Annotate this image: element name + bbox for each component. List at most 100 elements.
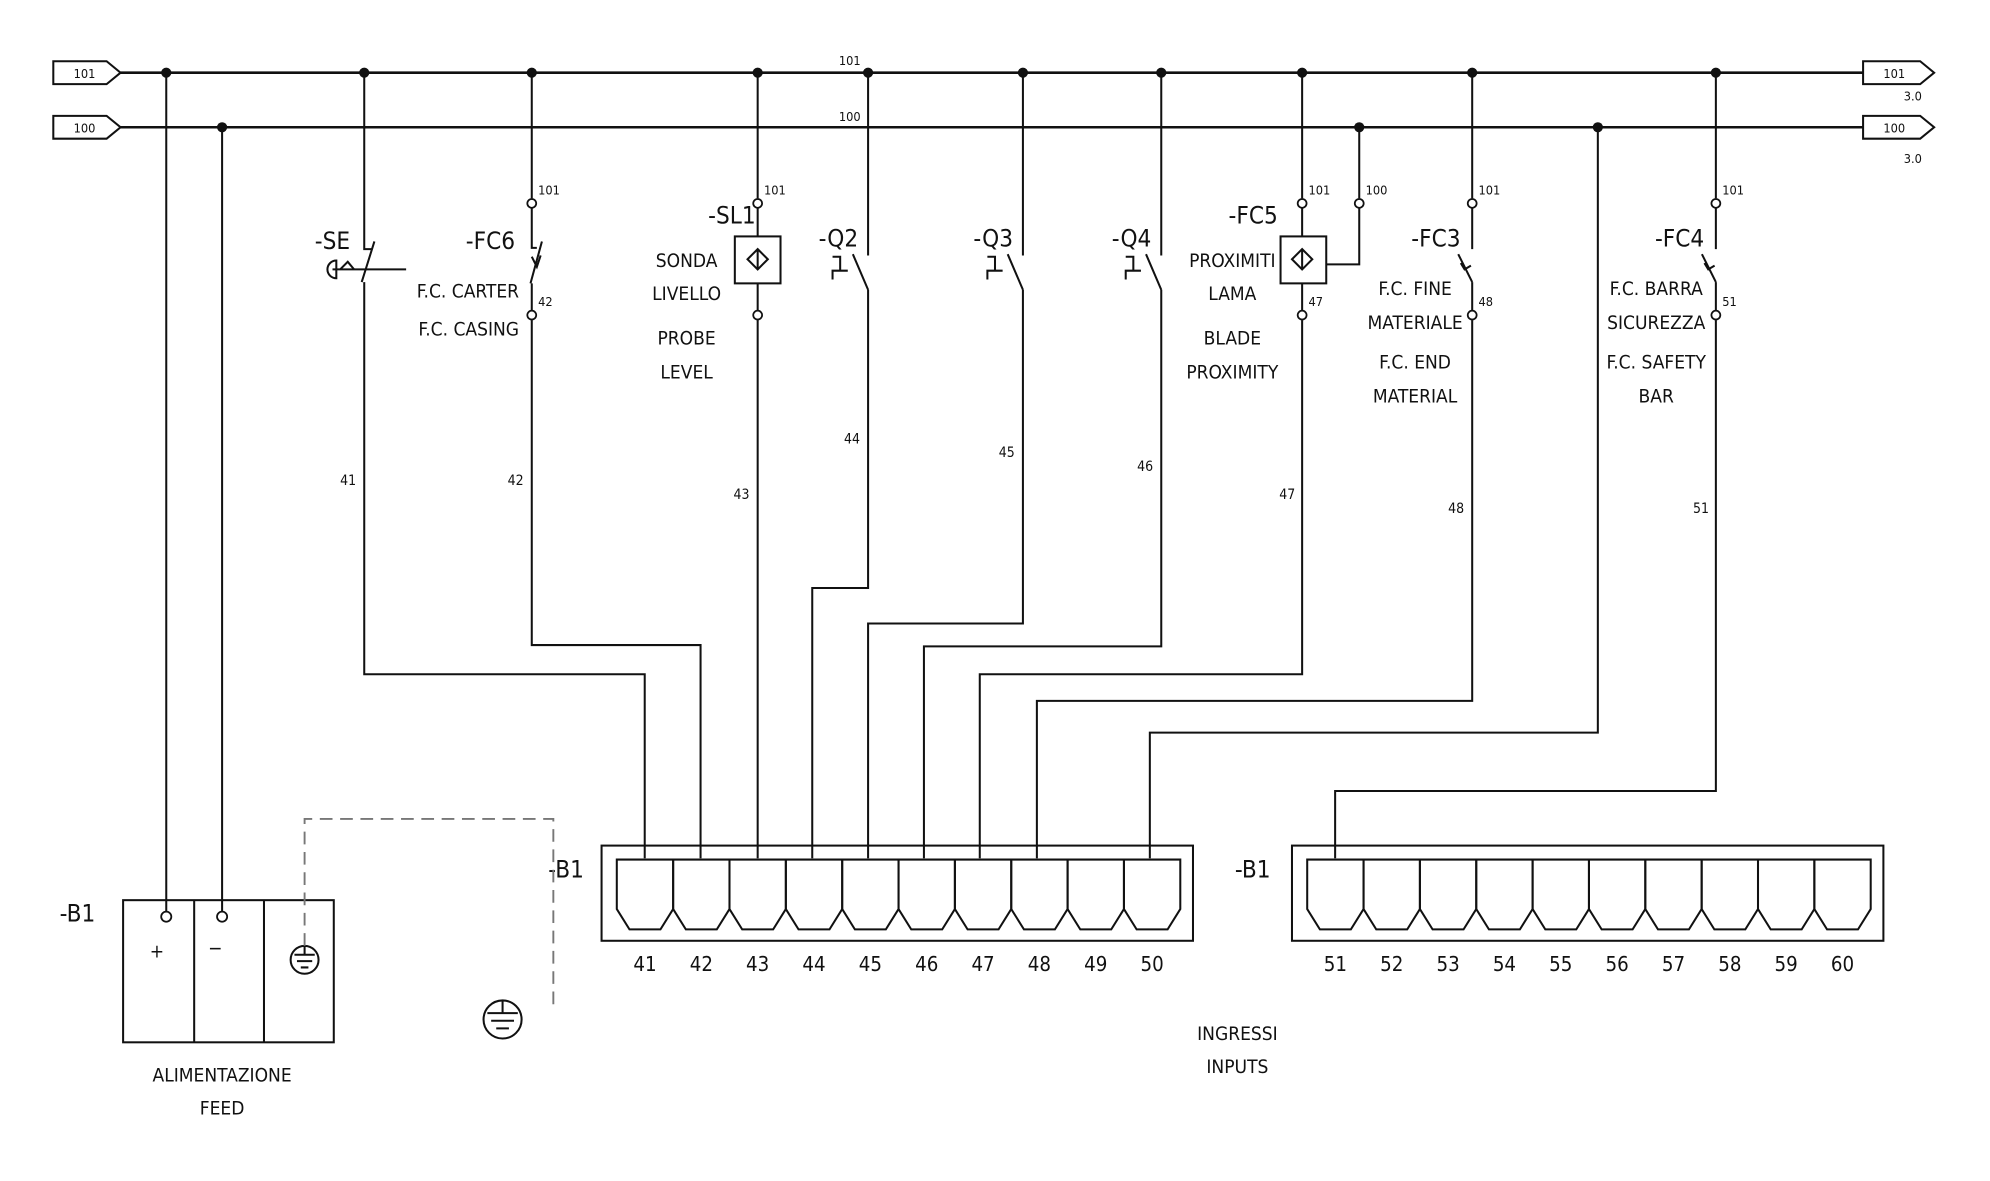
inputs-caption: INPUTS xyxy=(1206,1056,1268,1078)
terminal-number: 55 xyxy=(1549,952,1572,976)
device-label: MATERIALE xyxy=(1367,312,1462,334)
device-label: PROXIMITY xyxy=(1186,362,1278,384)
terminal-number: 52 xyxy=(1380,952,1403,976)
device-ref-Q2: -Q2 xyxy=(819,225,859,253)
device-label: PROBE xyxy=(657,327,715,349)
proximity-sensor-icon xyxy=(1290,247,1314,271)
device-label: PROXIMITI xyxy=(1189,250,1276,272)
device-label: LIVELLO xyxy=(652,283,721,305)
terminal-cell xyxy=(841,858,900,931)
earth-ground-icon xyxy=(482,999,523,1040)
terminal-circle xyxy=(160,910,173,923)
terminal-number: 50 xyxy=(1141,952,1164,976)
terminal-cell xyxy=(728,858,787,931)
terminal-cell xyxy=(1418,858,1478,931)
terminal-number: 54 xyxy=(1493,952,1516,976)
terminal-label: 47 xyxy=(1308,294,1323,309)
terminal-label: 101 xyxy=(538,183,560,198)
device-Q4: -Q4 46 xyxy=(922,72,1163,859)
plus-terminal-label: + xyxy=(150,940,164,962)
device-label: MATERIAL xyxy=(1373,386,1458,408)
device-label: SONDA xyxy=(656,250,718,272)
power-caption: ALIMENTAZIONE xyxy=(153,1065,292,1087)
terminal-label: 101 xyxy=(764,183,786,198)
terminal-cell xyxy=(1813,858,1872,931)
page-ref: 3.0 xyxy=(1904,151,1922,166)
wire-number-45: 45 xyxy=(999,445,1015,461)
terminal-number: 48 xyxy=(1028,952,1051,976)
terminal-number: 42 xyxy=(690,952,713,976)
device-ref-SL1: -SL1 xyxy=(708,202,755,230)
terminal-cell xyxy=(1066,858,1125,931)
terminal-circle xyxy=(1466,198,1478,209)
bus-tag-text: 100 xyxy=(74,120,96,135)
bus-tag-101-right: 101 3.0 xyxy=(1862,60,1936,104)
terminal-number: 49 xyxy=(1084,952,1107,976)
device-ref-FC5: -FC5 xyxy=(1229,202,1278,230)
device-SL1: 101 -SL1 SONDA LIVELLO PROBE LEVEL 43 xyxy=(652,72,786,859)
power-block-frame xyxy=(122,899,335,1044)
device-FC3: 101 48 -FC3 F.C. FINE MATERIALE F.C. END… xyxy=(1035,72,1500,859)
terminal-cell xyxy=(1531,858,1590,931)
device-label: F.C. END xyxy=(1379,351,1451,373)
terminal-number: 46 xyxy=(915,952,938,976)
terminal-circle xyxy=(1353,198,1365,209)
device-FC4: 101 51 -FC4 F.C. BARRA SICUREZZA F.C. SA… xyxy=(1334,72,1744,859)
bus-tag-text: 100 xyxy=(1883,120,1905,135)
terminal-number: 43 xyxy=(746,952,769,976)
wire-100-to-terminal-50 xyxy=(1148,127,1599,859)
terminal-label: 100 xyxy=(1366,183,1388,198)
terminal-circle xyxy=(1710,198,1722,209)
device-label: F.C. BARRA xyxy=(1610,278,1703,300)
device-label: F.C. CASING xyxy=(418,318,519,340)
terminal-cell xyxy=(1122,858,1182,931)
terminal-label: 42 xyxy=(538,294,553,309)
proximity-sensor-box xyxy=(1279,235,1328,285)
terminal-cell xyxy=(672,858,731,931)
terminal-circle xyxy=(526,198,538,209)
terminal-cell xyxy=(615,858,675,931)
wire-number-47: 47 xyxy=(1279,487,1295,503)
terminal-cell xyxy=(1010,858,1069,931)
device-label: F.C. CARTER xyxy=(417,280,519,302)
terminal-cell xyxy=(897,858,956,931)
terminal-number: 57 xyxy=(1662,952,1685,976)
wire-number-42: 42 xyxy=(508,473,524,489)
terminal-number: 56 xyxy=(1606,952,1629,976)
device-FC6: 101 42 -FC6 F.C. CARTER F.C. CASING 42 xyxy=(417,72,702,859)
terminal-number: 45 xyxy=(859,952,882,976)
device-label: BLADE xyxy=(1204,327,1261,349)
terminal-circle xyxy=(1296,198,1308,209)
wire-number-43: 43 xyxy=(734,487,750,503)
wire-number-44: 44 xyxy=(844,431,860,447)
terminal-label: 48 xyxy=(1479,294,1494,309)
terminal-block-frame xyxy=(600,844,1194,942)
protective-earth-wire xyxy=(303,817,555,1006)
terminal-circle xyxy=(752,198,764,209)
terminal-circle xyxy=(216,910,229,923)
terminal-cell xyxy=(1756,858,1816,931)
terminal-cell xyxy=(1306,858,1365,931)
device-FC5: 101 100 47 -FC5 PROXIMITI LAMA BLADE PRO… xyxy=(978,72,1388,859)
device-Q3: -Q3 45 xyxy=(867,72,1024,859)
terminal-cell xyxy=(1362,858,1421,931)
device-label: F.C. FINE xyxy=(1378,278,1452,300)
device-label: SICUREZZA xyxy=(1607,312,1706,334)
terminal-number: 51 xyxy=(1324,952,1347,976)
terminal-number: 47 xyxy=(971,952,994,976)
terminal-cell xyxy=(1475,858,1534,931)
terminal-block-frame xyxy=(1290,844,1885,942)
device-label: LEVEL xyxy=(660,362,713,384)
wire-number-46: 46 xyxy=(1137,459,1153,475)
device-ref-FC3: -FC3 xyxy=(1411,225,1460,253)
terminal-circle xyxy=(1466,309,1478,321)
terminal-cell xyxy=(1700,858,1760,931)
terminal-label: 101 xyxy=(1722,183,1744,198)
terminal-cell xyxy=(1587,858,1647,931)
terminal-circle xyxy=(752,309,764,321)
power-caption: FEED xyxy=(200,1098,245,1120)
terminal-block-ref: -B1 xyxy=(1235,855,1271,883)
